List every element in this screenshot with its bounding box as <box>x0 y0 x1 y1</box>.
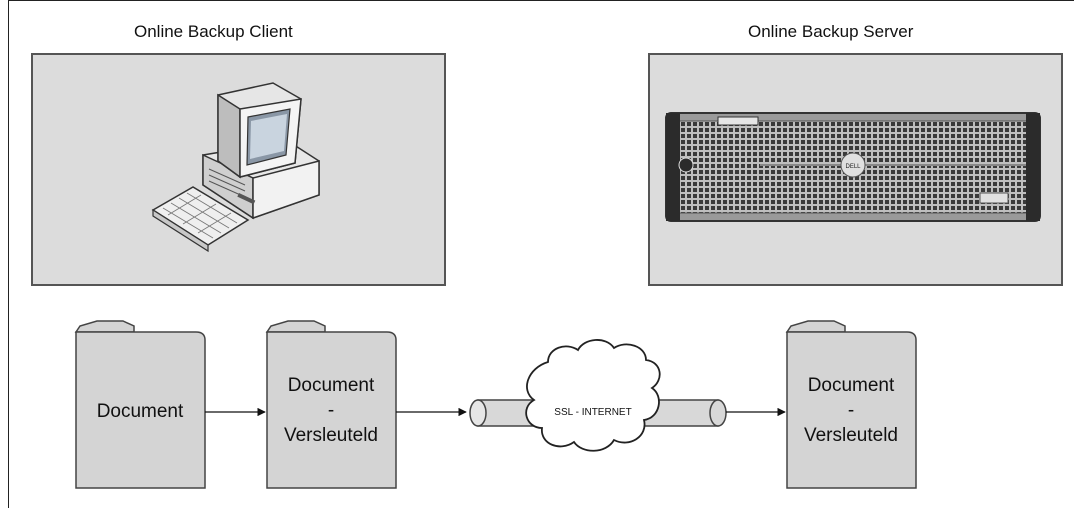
frame-top-border <box>8 0 1074 1</box>
server-panel: DELL <box>648 53 1063 286</box>
document-encrypted-client: Document - Versleuteld <box>265 320 397 489</box>
client-panel <box>31 53 446 286</box>
encryption-flow: Document Document - Versleuteld SSL - IN… <box>74 320 917 489</box>
frame-left-border <box>8 0 9 508</box>
document-encrypted-server-line1: Document <box>808 375 895 396</box>
rack-server-icon: DELL <box>665 112 1041 222</box>
document-encrypted-server: Document - Versleuteld <box>785 320 917 489</box>
document-plain-label: Document <box>97 401 184 422</box>
server-panel-title: Online Backup Server <box>748 22 914 41</box>
document-encrypted-client-line3: Versleuteld <box>284 425 378 446</box>
document-encrypted-client-line2: - <box>328 400 334 421</box>
tunnel-label: SSL - INTERNET <box>554 407 631 418</box>
document-plain: Document <box>74 320 206 489</box>
desktop-computer-icon <box>151 82 320 253</box>
client-panel-title: Online Backup Client <box>134 22 293 41</box>
server-brand-logo: DELL <box>845 164 861 170</box>
document-encrypted-client-line1: Document <box>288 375 375 396</box>
document-encrypted-server-line3: Versleuteld <box>804 425 898 446</box>
internet-cloud-icon: SSL - INTERNET <box>525 339 661 452</box>
document-encrypted-server-line2: - <box>848 400 854 421</box>
